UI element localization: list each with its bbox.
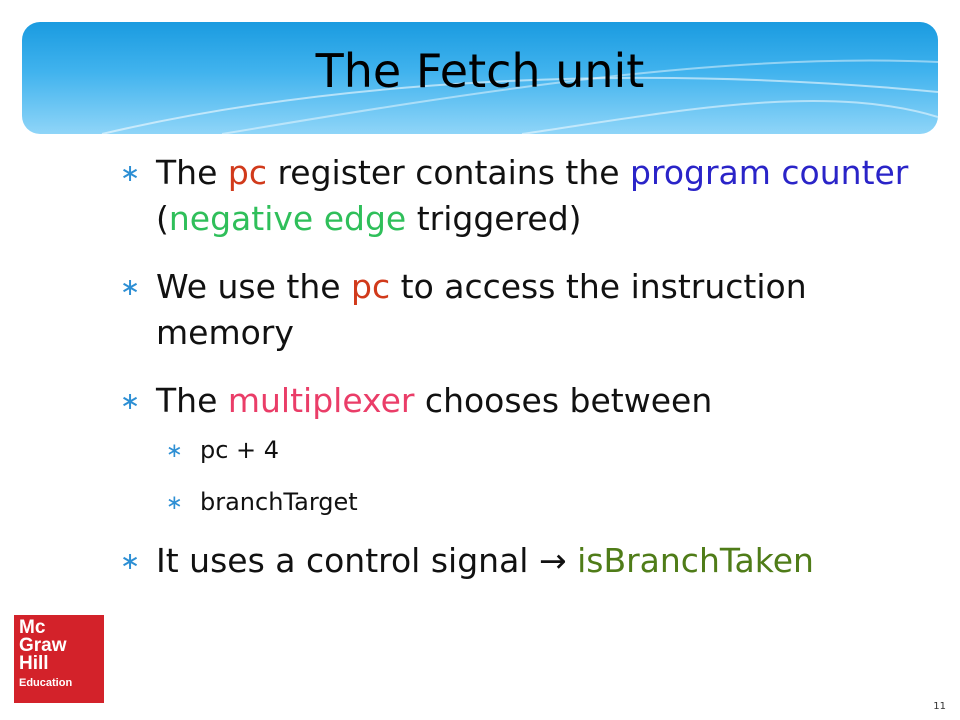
banner-wave-lines <box>101 59 938 134</box>
bullet-pc-register: ∗ The pc register contains the program c… <box>120 150 940 242</box>
bullet-text: chooses between <box>414 381 713 420</box>
subbullet-text: branchTarget <box>200 488 358 516</box>
bullet-text: We use the <box>156 267 352 306</box>
bullet-text: triggered) <box>406 199 582 238</box>
bullet-instruction-memory: ∗ We use the pc to access the instructio… <box>120 264 940 356</box>
mcgraw-hill-logo: Mc Graw Hill Education <box>14 615 104 703</box>
subbullet-pc-plus-4: ∗ pc + 4 <box>120 430 940 470</box>
highlight-multiplexer: multiplexer <box>227 381 415 420</box>
bullet-text: It uses a control signal → <box>156 541 578 580</box>
logo-text: Mc <box>19 617 46 638</box>
subbullet-star-icon: ∗ <box>166 490 183 514</box>
logo-text: Graw <box>19 635 67 656</box>
subbullet-star-icon: ∗ <box>166 438 183 462</box>
subbullet-branch-target: ∗ branchTarget <box>120 482 940 522</box>
highlight-is-branch-taken: isBranchTaken <box>577 541 814 580</box>
bullet-multiplexer: ∗ The multiplexer chooses between <box>120 378 940 424</box>
page-number: 11 <box>933 701 946 712</box>
subbullet-text: pc + 4 <box>200 436 280 464</box>
bullet-text: to access the instruction memory <box>156 267 807 352</box>
bullet-star-icon: ∗ <box>120 547 141 575</box>
highlight-pc: pc <box>351 267 391 306</box>
title-banner <box>22 22 938 134</box>
highlight-program-counter: program counter <box>630 153 909 192</box>
bullet-text: register contains the <box>266 153 631 192</box>
bullet-text: The <box>156 381 228 420</box>
slide-title: The Fetch unit <box>315 44 645 98</box>
bullet-star-icon: ∗ <box>120 273 141 301</box>
bullet-star-icon: ∗ <box>120 159 141 187</box>
bullet-control-signal: ∗ It uses a control signal → isBranchTak… <box>120 538 940 584</box>
highlight-negative-edge: negative edge <box>168 199 407 238</box>
slide-content: ∗ The pc register contains the program c… <box>120 150 940 584</box>
highlight-pc: pc <box>227 153 267 192</box>
bullet-text: The <box>156 153 228 192</box>
logo-text: Hill <box>19 653 49 674</box>
bullet-text: ( <box>156 199 169 238</box>
logo-text: Education <box>19 677 73 689</box>
bullet-star-icon: ∗ <box>120 387 141 415</box>
